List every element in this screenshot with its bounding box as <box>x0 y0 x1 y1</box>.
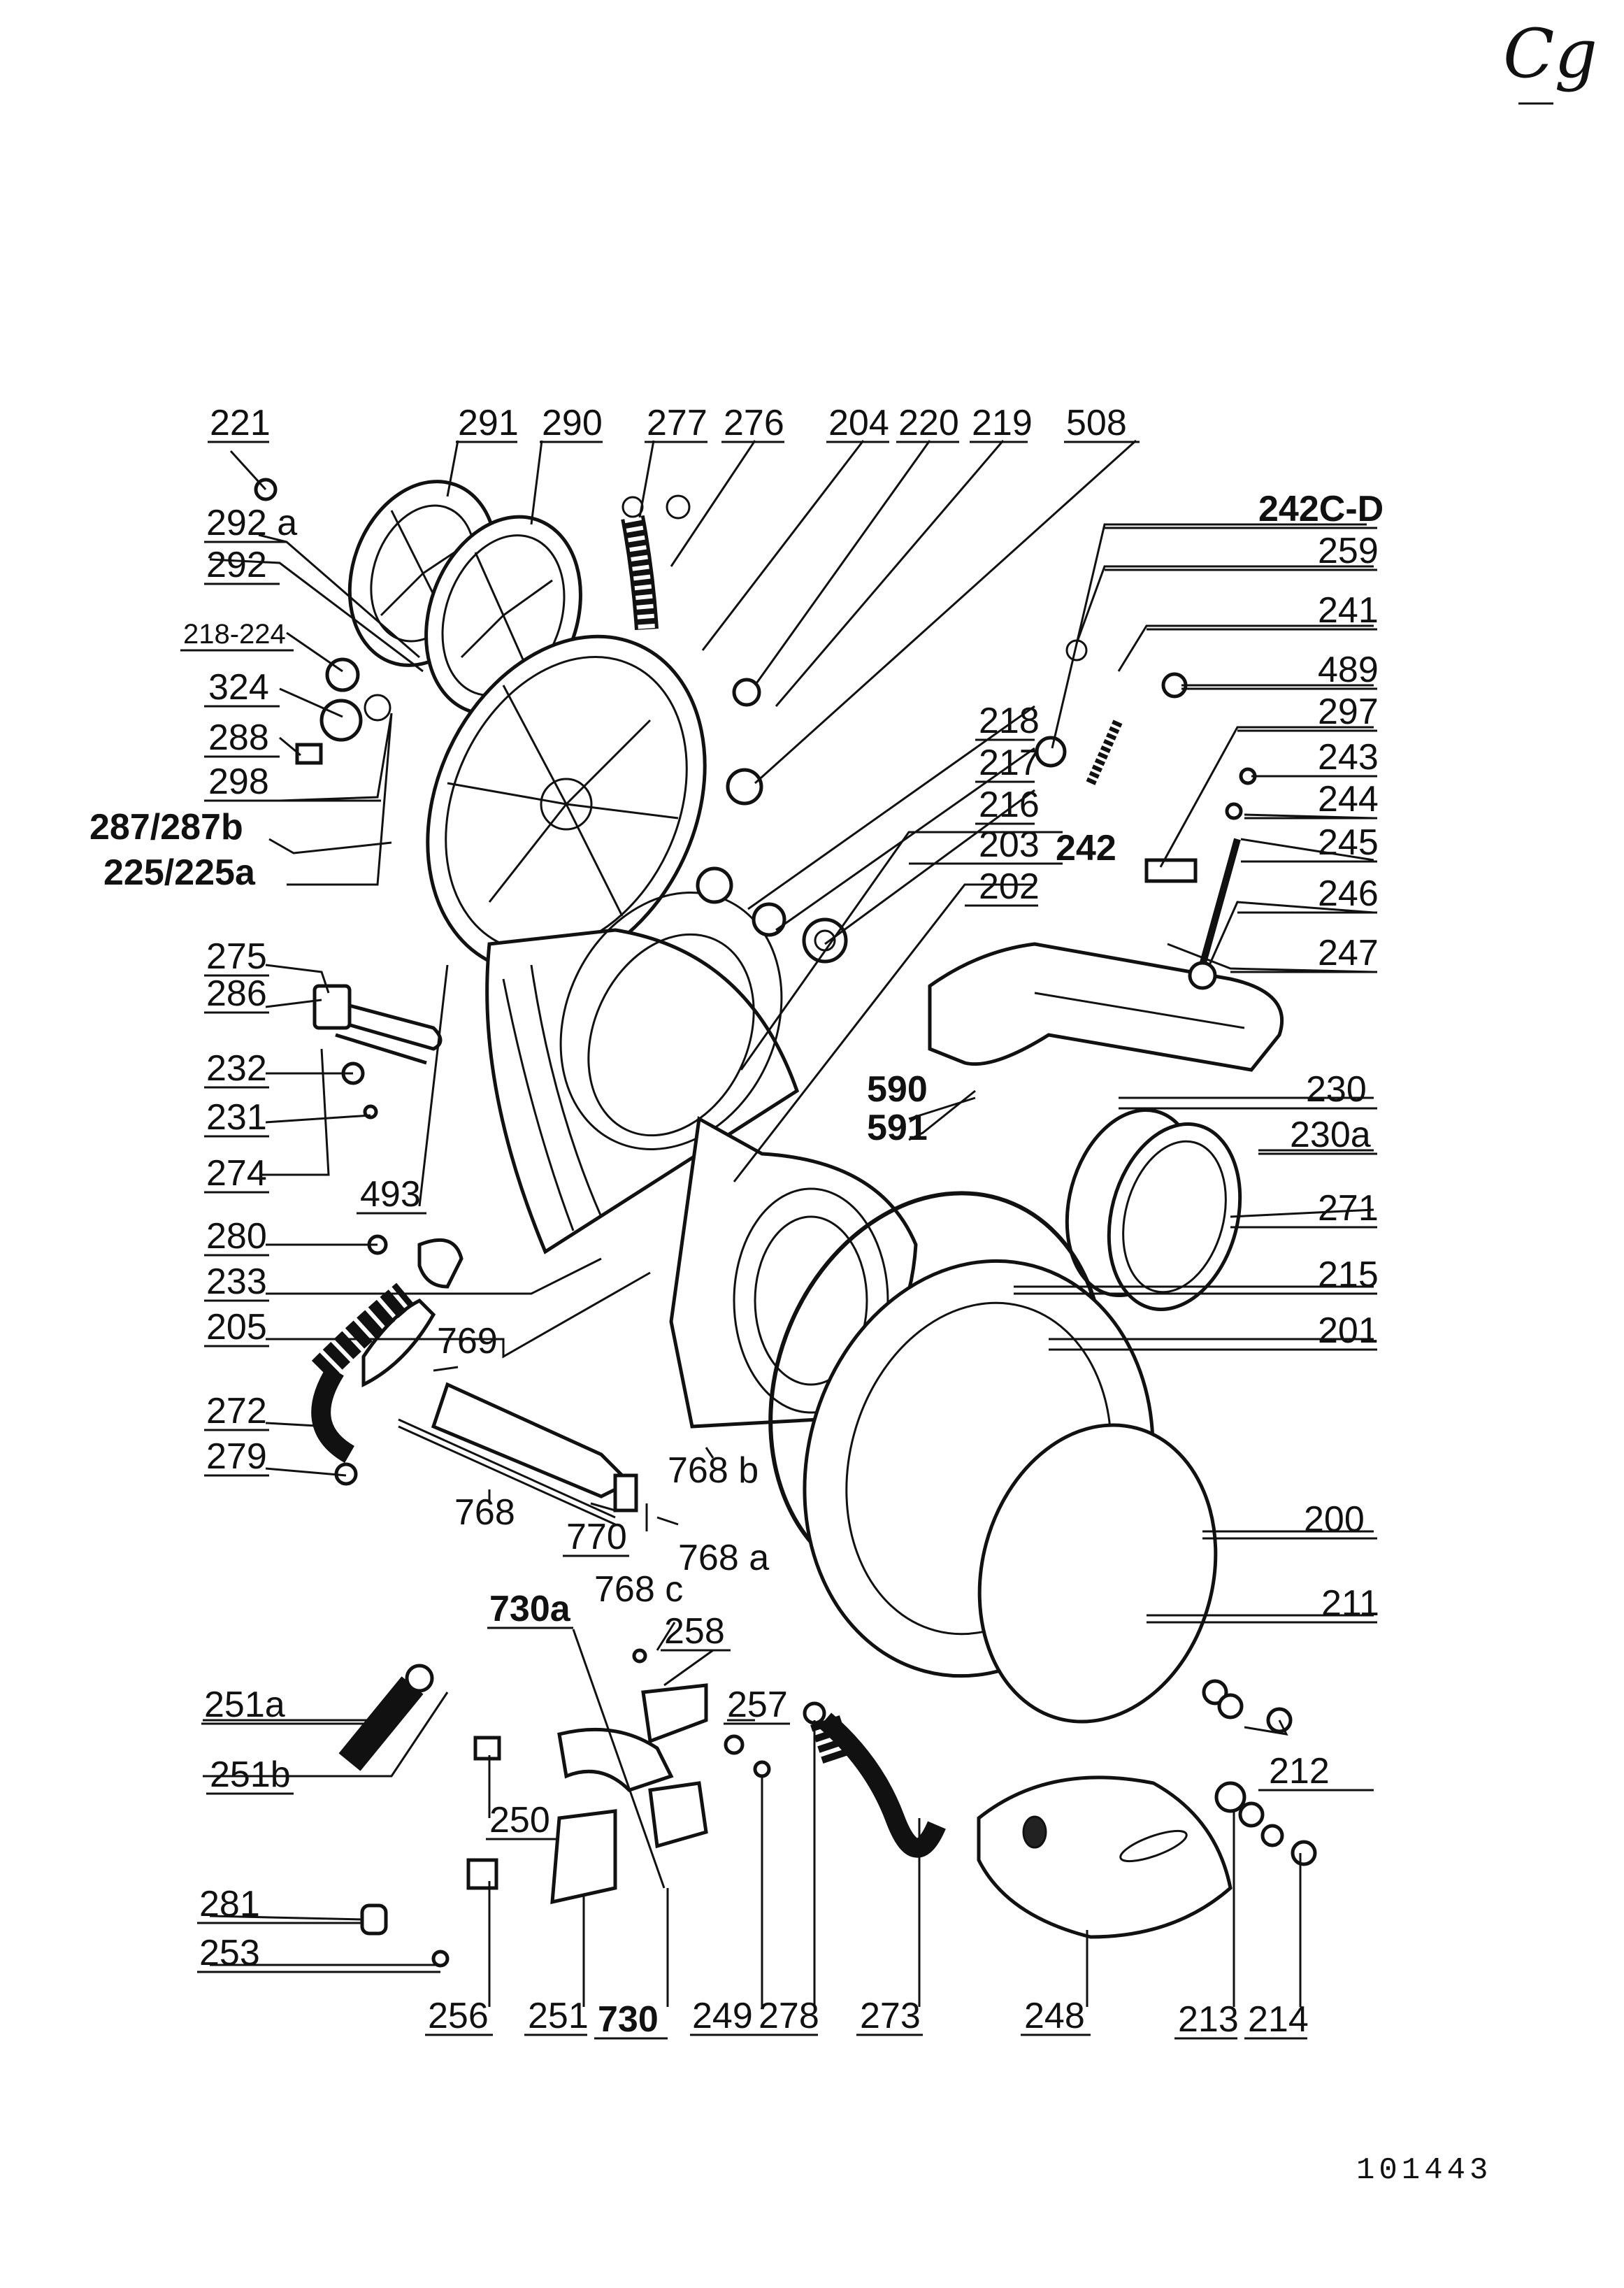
label-768: 768 <box>454 1492 515 1533</box>
label-247: 247 <box>1318 933 1379 973</box>
tub-cradle-200 <box>803 1259 1218 1724</box>
label-768b: 768 b <box>668 1450 759 1491</box>
label-200: 200 <box>1304 1499 1365 1540</box>
leader-lines <box>203 439 1374 2007</box>
door-seal-230 <box>1065 1108 1242 1311</box>
label-590: 590 <box>867 1069 928 1110</box>
label-230a: 230a <box>1290 1115 1371 1155</box>
label-259: 259 <box>1318 531 1379 571</box>
label-730: 730 <box>598 1999 659 2040</box>
label-203: 203 <box>979 824 1040 865</box>
label-287-287b: 287/287b <box>89 807 243 848</box>
label-275: 275 <box>206 936 267 977</box>
label-214: 214 <box>1248 1999 1309 2040</box>
label-298: 298 <box>208 762 269 802</box>
label-232: 232 <box>206 1048 267 1089</box>
label-220: 220 <box>898 403 959 443</box>
label-201: 201 <box>1318 1310 1379 1351</box>
sheet-code: Cg <box>1503 15 1597 93</box>
label-292: 292 <box>206 545 267 585</box>
label-211: 211 <box>1321 1583 1379 1624</box>
label-242: 242 <box>1056 828 1116 868</box>
label-253: 253 <box>199 1933 260 1973</box>
heater-element-286 <box>312 984 443 1065</box>
support-bracket-768 <box>398 1382 638 1526</box>
label-219: 219 <box>972 403 1033 443</box>
label-215: 215 <box>1318 1254 1379 1295</box>
label-216: 216 <box>979 785 1040 825</box>
label-202: 202 <box>979 866 1040 907</box>
label-213: 213 <box>1178 1999 1239 2040</box>
pressure-hose-251a <box>338 1664 434 1771</box>
label-257: 257 <box>727 1685 788 1725</box>
label-258: 258 <box>664 1611 725 1652</box>
pump-parts-730 <box>550 1683 708 1905</box>
label-217: 217 <box>979 743 1040 783</box>
label-221: 221 <box>210 403 271 443</box>
document-number: 101443 <box>1356 2153 1492 2188</box>
label-508: 508 <box>1066 403 1127 443</box>
label-591: 591 <box>867 1108 928 1148</box>
label-278: 278 <box>759 1996 819 2036</box>
label-273: 273 <box>860 1996 921 2036</box>
label-245: 245 <box>1318 822 1379 863</box>
hose-276 <box>621 494 691 631</box>
counterweight-247 <box>928 942 1284 1072</box>
label-249: 249 <box>692 1996 753 2036</box>
label-768c: 768 c <box>594 1569 683 1610</box>
label-280: 280 <box>206 1216 267 1257</box>
counterweight-248 <box>977 1775 1233 1939</box>
label-769: 769 <box>437 1321 498 1361</box>
label-218: 218 <box>979 701 1040 741</box>
label-281: 281 <box>199 1884 260 1924</box>
label-248: 248 <box>1024 1996 1085 2036</box>
label-218-224: 218-224 <box>183 619 286 650</box>
label-241: 241 <box>1318 590 1379 631</box>
label-271: 271 <box>1318 1188 1379 1229</box>
label-251: 251 <box>528 1996 589 2036</box>
label-286: 286 <box>206 973 267 1014</box>
label-292a: 292 a <box>206 503 297 543</box>
label-204: 204 <box>828 403 889 443</box>
label-277: 277 <box>647 403 707 443</box>
label-251a: 251a <box>204 1685 285 1725</box>
label-250: 250 <box>489 1800 550 1840</box>
label-233: 233 <box>206 1261 267 1302</box>
label-324: 324 <box>208 667 269 708</box>
label-230: 230 <box>1306 1069 1367 1110</box>
drum-203 <box>485 892 800 1254</box>
label-242c-d: 242C-D <box>1258 489 1384 529</box>
shock-absorber-273 <box>810 1713 946 1858</box>
label-290: 290 <box>542 403 603 443</box>
label-256: 256 <box>428 1996 489 2036</box>
label-246: 246 <box>1318 873 1379 914</box>
label-243: 243 <box>1318 737 1379 778</box>
label-770: 770 <box>566 1517 627 1557</box>
label-291: 291 <box>458 403 519 443</box>
label-768a: 768 a <box>678 1538 769 1578</box>
label-279: 279 <box>206 1436 267 1477</box>
label-288: 288 <box>208 717 269 758</box>
label-212: 212 <box>1269 1751 1330 1792</box>
label-489: 489 <box>1318 650 1379 690</box>
label-493: 493 <box>360 1174 421 1215</box>
label-225-225a: 225/225a <box>103 852 256 893</box>
label-244: 244 <box>1318 779 1379 820</box>
label-297: 297 <box>1318 692 1379 732</box>
label-251b: 251b <box>210 1754 291 1795</box>
label-276: 276 <box>724 403 784 443</box>
label-730a: 730a <box>489 1589 571 1629</box>
label-231: 231 <box>206 1097 267 1138</box>
label-205: 205 <box>206 1307 267 1347</box>
pump-housing-205 <box>311 1238 464 1464</box>
label-272: 272 <box>206 1391 267 1431</box>
label-274: 274 <box>206 1153 267 1194</box>
